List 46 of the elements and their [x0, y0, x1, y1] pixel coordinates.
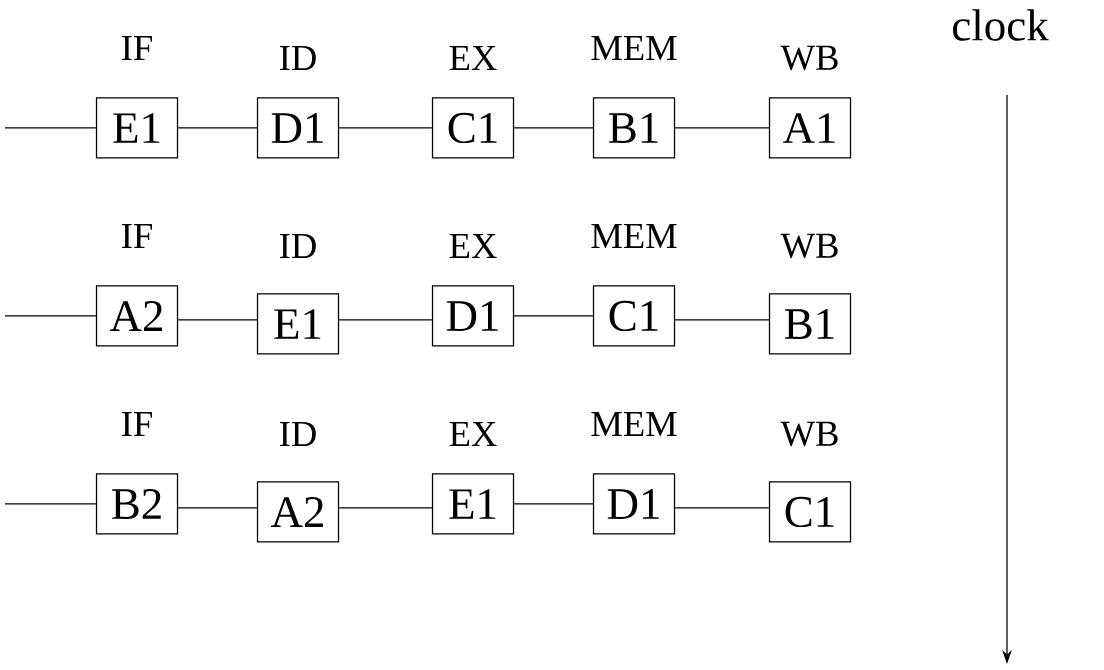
- stage-label: MEM: [591, 36, 677, 60]
- register-box: B1: [768, 293, 852, 355]
- stage-label: WB: [780, 421, 838, 447]
- stage-label: ID: [280, 421, 316, 446]
- connector-line: [177, 127, 258, 129]
- stage-label: EX: [449, 234, 497, 258]
- stage-label: IF: [122, 224, 152, 248]
- connector-line: [674, 507, 770, 509]
- register-box: A2: [256, 481, 340, 543]
- stage-label: WB: [780, 233, 838, 259]
- register-box: A1: [768, 97, 852, 159]
- stage-label: WB: [780, 45, 838, 71]
- connector-line: [177, 319, 258, 321]
- connector-line: [338, 127, 433, 129]
- stage-label: MEM: [591, 224, 677, 248]
- register-box: C1: [768, 481, 852, 543]
- clock-label: clock: [953, 9, 1049, 41]
- stage-label: EX: [449, 46, 497, 70]
- register-box: C1: [431, 97, 515, 159]
- register-box: D1: [592, 473, 676, 535]
- connector-line: [674, 127, 770, 129]
- connector-line: [513, 315, 594, 317]
- register-box: E1: [95, 97, 179, 159]
- stage-label: IF: [122, 412, 152, 436]
- connector-line: [338, 507, 433, 509]
- register-box: D1: [256, 97, 340, 159]
- register-box: E1: [256, 293, 340, 355]
- stage-label: ID: [280, 45, 316, 70]
- connector-line: [177, 507, 258, 509]
- stage-label: MEM: [591, 412, 677, 436]
- register-box: C1: [592, 285, 676, 347]
- connector-line: [4, 503, 97, 505]
- register-box: B2: [95, 473, 179, 535]
- stage-label: EX: [449, 422, 497, 446]
- register-box: A2: [95, 285, 179, 347]
- connector-line: [513, 503, 594, 505]
- register-box: D1: [431, 285, 515, 347]
- connector-line: [4, 315, 97, 317]
- connector-line: [674, 319, 770, 321]
- connector-line: [4, 127, 97, 129]
- register-box: E1: [431, 473, 515, 535]
- register-box: B1: [592, 97, 676, 159]
- stage-label: ID: [280, 233, 316, 258]
- connector-line: [338, 319, 433, 321]
- connector-line: [513, 127, 594, 129]
- stage-label: IF: [122, 36, 152, 60]
